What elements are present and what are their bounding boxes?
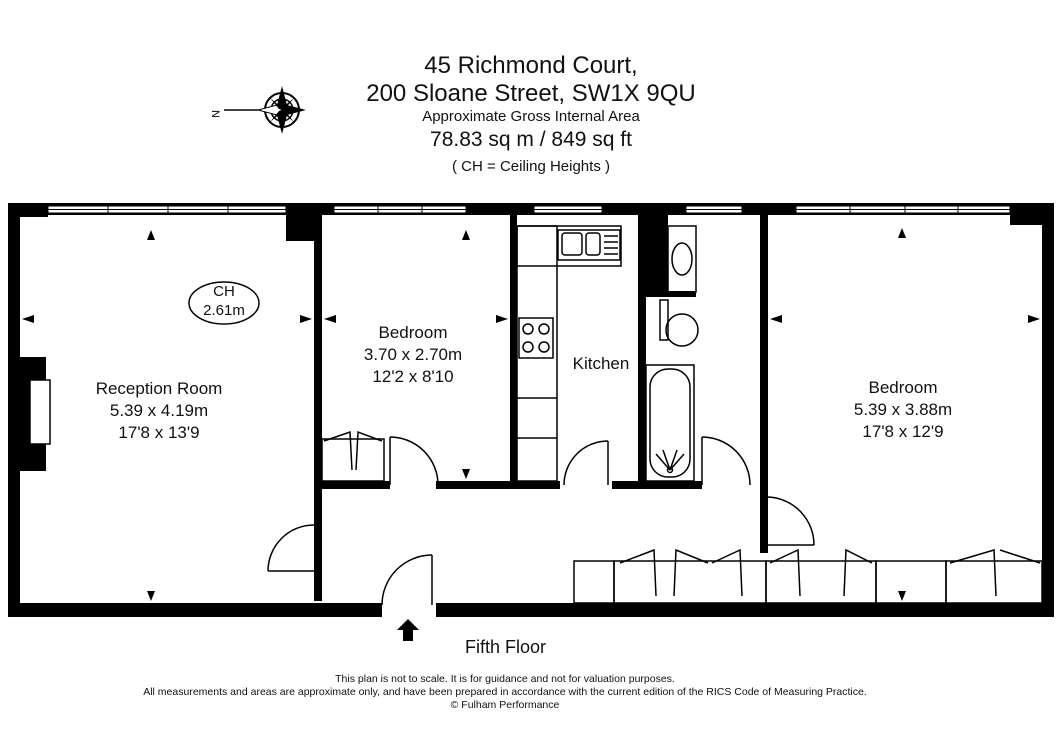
room-imperial: 12'2 x 8'10 [372, 367, 454, 386]
kitchen-fittings [516, 225, 622, 482]
room-name: Bedroom [868, 378, 938, 397]
compass-rose-icon [224, 86, 306, 134]
bathroom-fittings [645, 225, 699, 482]
disclaimer-line-2: All measurements and areas are approxima… [143, 686, 867, 698]
copyright-line: © Fulham Performance [450, 699, 560, 711]
bedroom-1-label: Bedroom 3.70 x 2.70m 12'2 x 8'10 [343, 322, 483, 388]
area-label: Approximate Gross Internal Area [422, 108, 640, 125]
interior-walls [314, 215, 768, 601]
doors [267, 436, 815, 606]
entrance-arrow-icon [397, 619, 419, 641]
kitchen-label: Kitchen [560, 353, 642, 375]
dimension-arrows [22, 228, 1040, 601]
room-name: Reception Room [95, 379, 223, 398]
room-metric: 5.39 x 4.19m [109, 401, 209, 420]
address-line-1: 45 Richmond Court, [424, 52, 638, 79]
windows [47, 205, 1011, 214]
room-metric: 5.39 x 3.88m [853, 400, 953, 419]
area-value: 78.83 sq m / 849 sq ft [430, 128, 632, 151]
ceiling-height-badge: CH 2.61m [189, 282, 259, 324]
bedroom-2-label: Bedroom 5.39 x 3.88m 17'8 x 12'9 [833, 377, 973, 443]
address-line-2: 200 Sloane Street, SW1X 9QU [366, 80, 696, 107]
ceiling-height-ellipse [188, 281, 260, 325]
ceiling-height-value: 2.61m [203, 302, 245, 319]
ceiling-height-note: ( CH = Ceiling Heights ) [452, 158, 610, 175]
ceiling-height-label: CH [213, 283, 235, 300]
room-imperial: 17'8 x 12'9 [862, 422, 944, 441]
floor-label: Fifth Floor [465, 637, 547, 657]
room-name: Bedroom [378, 323, 448, 342]
wardrobes [321, 430, 1043, 604]
compass-north-letter: N [209, 110, 221, 118]
room-name: Kitchen [572, 354, 630, 373]
disclaimer-line-1: This plan is not to scale. It is for gui… [335, 673, 675, 685]
room-metric: 3.70 x 2.70m [363, 345, 463, 364]
reception-room-label: Reception Room 5.39 x 4.19m 17'8 x 13'9 [79, 378, 239, 444]
room-imperial: 17'8 x 13'9 [118, 423, 200, 442]
